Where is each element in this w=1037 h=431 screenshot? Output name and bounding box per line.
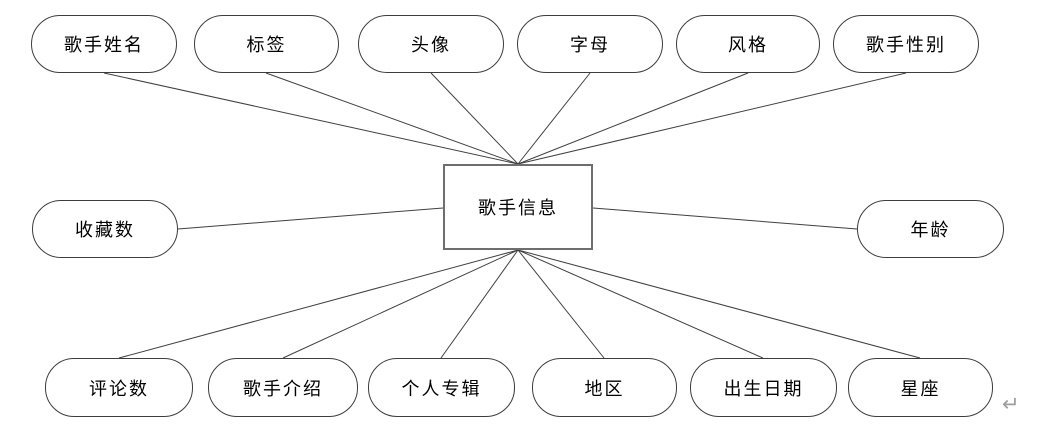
- connector-line: [517, 249, 764, 359]
- connector-line: [517, 72, 749, 165]
- connector-line: [517, 72, 907, 165]
- attribute-node-region: 地区: [532, 358, 677, 417]
- attribute-node-tag: 标签: [194, 15, 339, 73]
- connector-line: [282, 249, 519, 359]
- connector-line: [430, 72, 519, 165]
- connector-line: [517, 249, 921, 359]
- attribute-node-age: 年龄: [857, 200, 1004, 258]
- attribute-node-constellation: 星座: [848, 358, 993, 417]
- connector-line: [517, 249, 605, 359]
- entity-node-singer-info: 歌手信息: [443, 164, 593, 250]
- attribute-node-avatar: 头像: [358, 15, 504, 73]
- connector-line: [103, 72, 519, 165]
- attribute-node-birth-date: 出生日期: [690, 358, 837, 417]
- attribute-node-singer-name: 歌手姓名: [31, 15, 177, 73]
- connector-line: [118, 249, 519, 359]
- connector-line: [177, 207, 444, 230]
- attribute-node-letter: 字母: [517, 15, 663, 73]
- connector-line: [440, 249, 519, 359]
- connector-line: [265, 72, 519, 165]
- attribute-node-singer-intro: 歌手介绍: [208, 358, 358, 417]
- paragraph-return-mark: ↵: [1002, 392, 1020, 416]
- connector-line: [592, 207, 858, 230]
- attribute-node-comment-count: 评论数: [45, 358, 193, 417]
- attribute-node-favorite-count: 收藏数: [32, 200, 178, 258]
- attribute-node-style: 风格: [676, 15, 820, 73]
- attribute-node-personal-album: 个人专辑: [368, 358, 515, 417]
- connector-line: [517, 72, 591, 165]
- attribute-node-singer-gender: 歌手性别: [833, 15, 979, 73]
